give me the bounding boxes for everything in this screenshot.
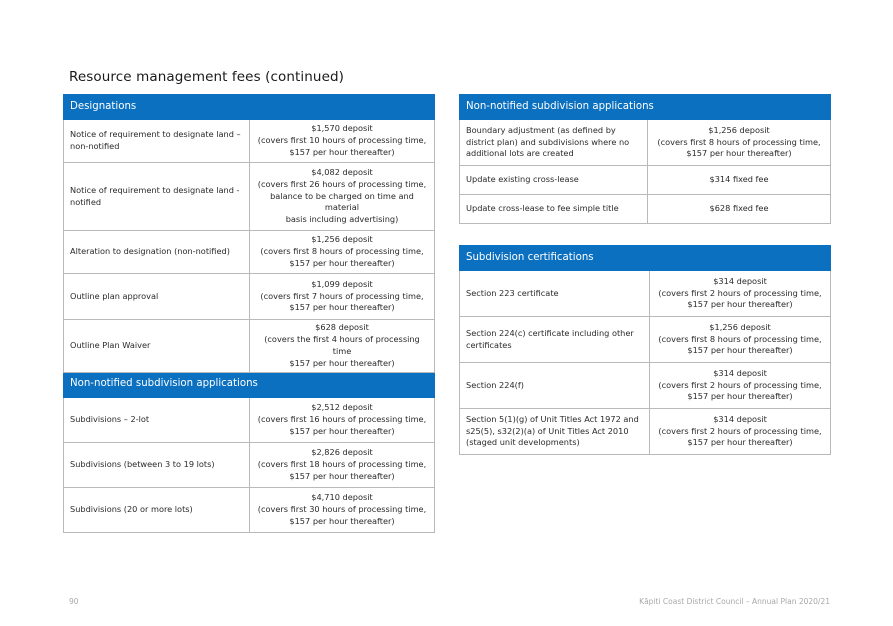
fee-item-label: Outline plan approval xyxy=(63,273,250,320)
table-header: Designations xyxy=(63,94,250,120)
table-header-row: Non-notified subdivision applications xyxy=(458,94,832,120)
fee-item-label: Notice of requirement to designate land … xyxy=(63,162,250,231)
fee-item-label: Update cross-lease to fee simple title xyxy=(459,194,648,224)
table-header-row: Subdivision certifications xyxy=(458,245,832,271)
fee-item-label: Section 224(c) certificate including oth… xyxy=(459,316,650,363)
fee-amount: $2,512 deposit (covers first 16 hours of… xyxy=(249,396,435,443)
fee-item-label: Subdivisions (between 3 to 19 lots) xyxy=(63,441,250,488)
fee-amount: $314 deposit (covers first 2 hours of pr… xyxy=(648,408,832,455)
table-row: Boundary adjustment (as defined by distr… xyxy=(459,119,832,166)
designations-table: Designations Notice of requirement to de… xyxy=(63,94,435,533)
fee-item-label: Boundary adjustment (as defined by distr… xyxy=(459,119,648,166)
table-row: Outline plan approval $1,099 deposit (co… xyxy=(63,273,435,320)
table-row: Update cross-lease to fee simple title $… xyxy=(459,194,832,224)
table-row: Update existing cross-lease $314 fixed f… xyxy=(459,165,832,195)
table-row: Subdivisions – 2-lot $2,512 deposit (cov… xyxy=(63,396,435,443)
fee-amount: $1,256 deposit (covers first 8 hours of … xyxy=(646,119,832,166)
fee-amount: $1,256 deposit (covers first 8 hours of … xyxy=(648,316,832,363)
table-subheader: Non-notified subdivision applications xyxy=(63,371,435,398)
table-header-blank xyxy=(249,94,435,120)
fee-amount: $1,256 deposit (covers first 8 hours of … xyxy=(249,230,435,274)
table-row: Section 5(1)(g) of Unit Titles Act 1972 … xyxy=(459,408,832,455)
fee-item-label: Outline Plan Waiver xyxy=(63,319,250,373)
page-title: Resource management fees (continued) xyxy=(69,69,345,85)
fee-amount: $628 fixed fee xyxy=(646,194,832,224)
fee-item-label: Alteration to designation (non-notified) xyxy=(63,230,250,274)
table-row: Section 223 certificate $314 deposit (co… xyxy=(459,270,832,317)
table-row: Notice of requirement to designate land … xyxy=(63,162,435,231)
fee-item-label: Section 5(1)(g) of Unit Titles Act 1972 … xyxy=(459,408,650,455)
table-row: Outline Plan Waiver $628 deposit (covers… xyxy=(63,319,435,373)
table-header: Subdivision certifications xyxy=(458,245,832,271)
table-header: Non-notified subdivision applications xyxy=(458,94,832,120)
fee-item-label: Section 223 certificate xyxy=(459,270,650,317)
fee-amount: $1,099 deposit (covers first 7 hours of … xyxy=(249,273,435,320)
fee-amount: $1,570 deposit (covers first 10 hours of… xyxy=(249,119,435,163)
subdivision-certifications-table: Subdivision certifications Section 223 c… xyxy=(458,245,832,455)
fee-item-label: Section 224(f) xyxy=(459,362,650,409)
fee-item-label: Subdivisions (20 or more lots) xyxy=(63,486,250,533)
table-row: Section 224(f) $314 deposit (covers firs… xyxy=(459,362,832,409)
fee-amount: $4,082 deposit (covers first 26 hours of… xyxy=(249,162,435,231)
page-number: 90 xyxy=(69,597,79,606)
footer-text: Kāpiti Coast District Council – Annual P… xyxy=(639,597,830,606)
fee-amount: $2,826 deposit (covers first 18 hours of… xyxy=(249,441,435,488)
fee-amount: $314 fixed fee xyxy=(646,165,832,195)
fee-amount: $314 deposit (covers first 2 hours of pr… xyxy=(648,362,832,409)
table-row: Section 224(c) certificate including oth… xyxy=(459,316,832,363)
table-row: Notice of requirement to designate land … xyxy=(63,119,435,163)
table-row: Alteration to designation (non-notified)… xyxy=(63,230,435,274)
fee-amount: $314 deposit (covers first 2 hours of pr… xyxy=(648,270,832,317)
fee-amount: $4,710 deposit (covers first 30 hours of… xyxy=(249,486,435,533)
table-subheader-row: Non-notified subdivision applications xyxy=(63,371,435,398)
table-row: Subdivisions (20 or more lots) $4,710 de… xyxy=(63,486,435,533)
fee-item-label: Update existing cross-lease xyxy=(459,165,648,195)
fee-item-label: Subdivisions – 2-lot xyxy=(63,396,250,443)
fee-item-label: Notice of requirement to designate land … xyxy=(63,119,250,163)
table-row: Subdivisions (between 3 to 19 lots) $2,8… xyxy=(63,441,435,488)
table-header-row: Designations xyxy=(63,94,435,120)
fee-amount: $628 deposit (covers the first 4 hours o… xyxy=(249,319,435,373)
non-notified-subdivision-table: Non-notified subdivision applications Bo… xyxy=(458,94,832,224)
